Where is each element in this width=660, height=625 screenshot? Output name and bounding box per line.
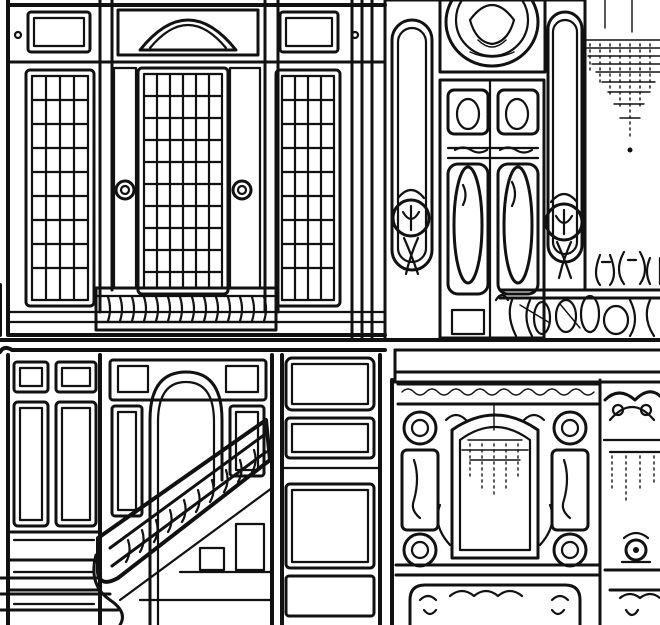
right-wall-sconce — [544, 192, 584, 280]
lower-floor — [0, 353, 660, 625]
upper-floor — [0, 0, 660, 342]
salon-sofa — [408, 583, 582, 625]
mezzanine-beam — [0, 338, 660, 384]
portrait-medallion — [438, 0, 547, 74]
staircase — [0, 418, 274, 625]
right-window-panes — [280, 74, 336, 302]
left-wall-sconce — [391, 188, 431, 276]
center-door-panes — [142, 72, 224, 290]
chandelier-upper — [584, 0, 660, 153]
left-window-panes — [30, 74, 90, 302]
salon-cornice — [396, 382, 602, 406]
far-right-chandelier — [602, 390, 660, 501]
balcony-balustrade — [94, 286, 278, 332]
chandelier-lower — [461, 403, 529, 499]
salon-mirror — [436, 413, 554, 560]
mantel-clock — [603, 531, 660, 617]
